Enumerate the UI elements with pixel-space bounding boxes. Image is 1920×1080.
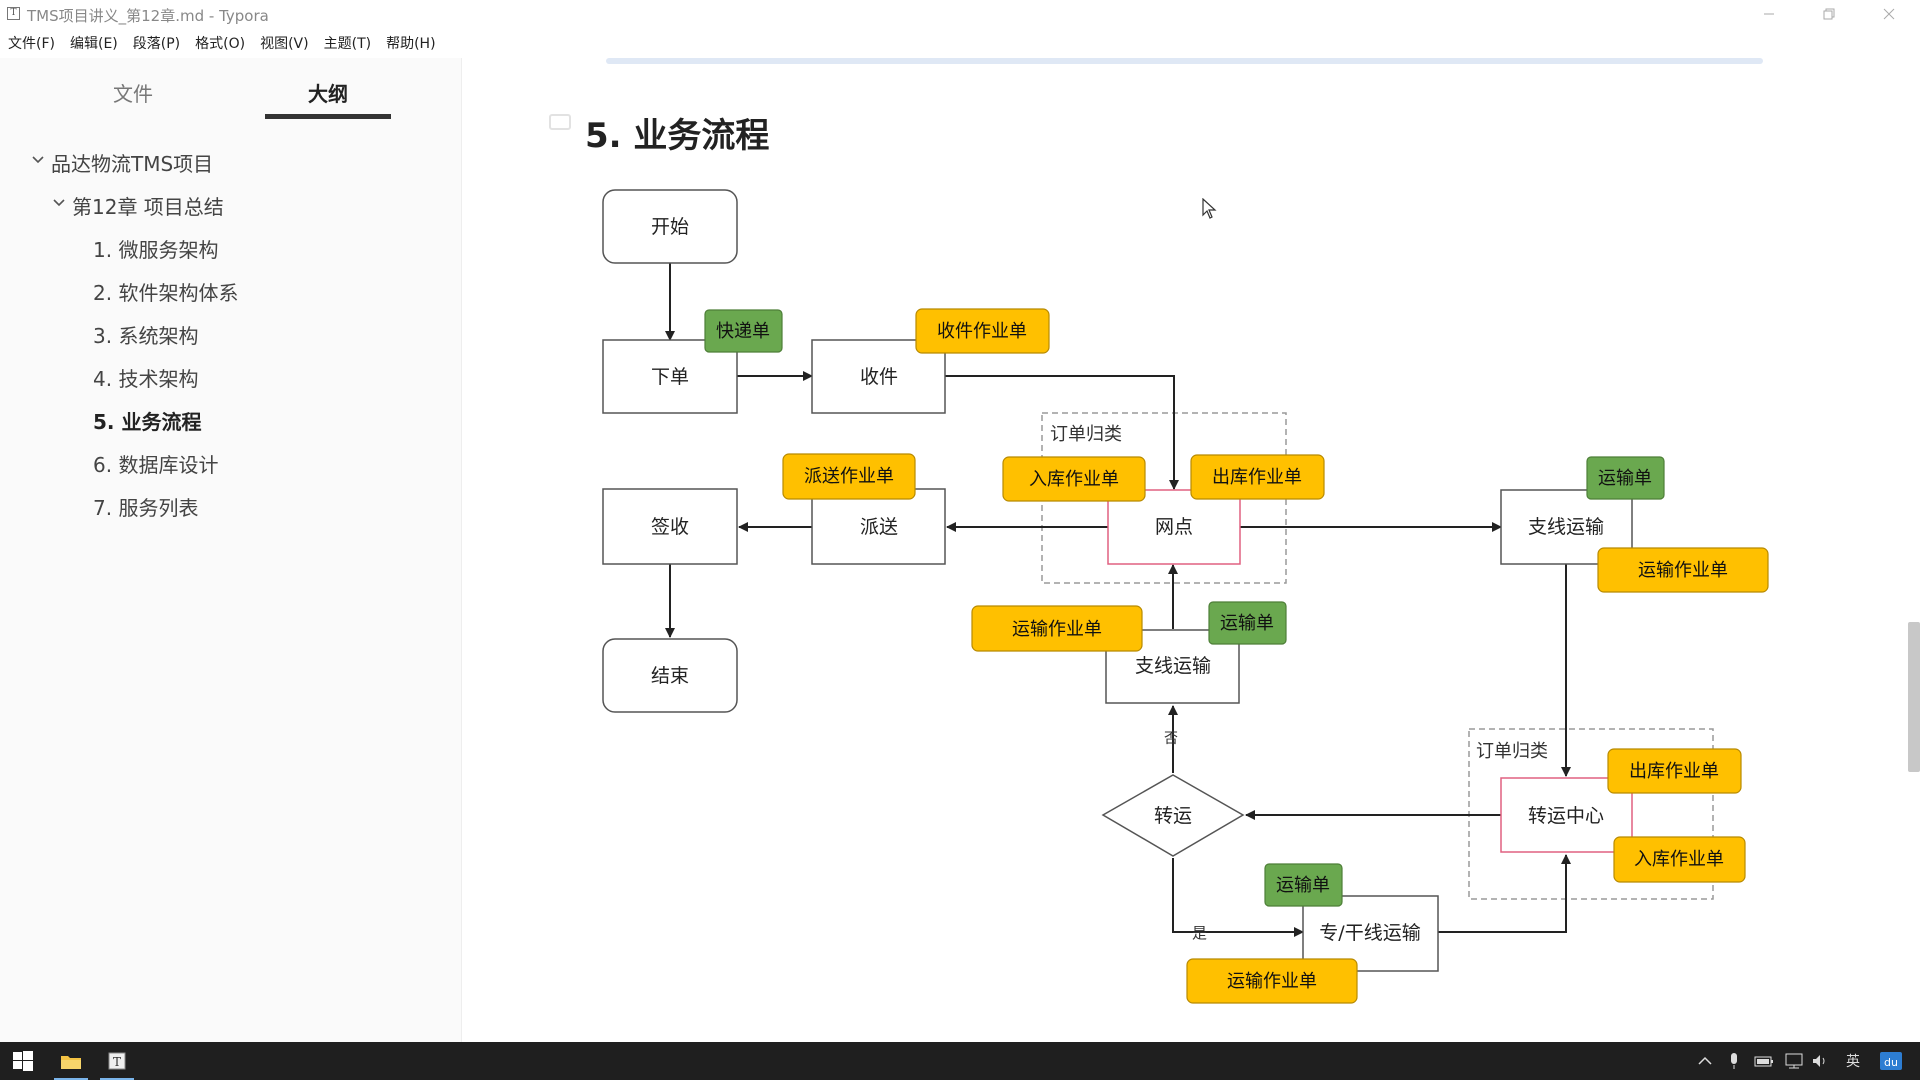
title-bar: T TMS项目讲义_第12章.md - Typora	[0, 0, 1920, 28]
battery-icon[interactable]	[1754, 1042, 1774, 1080]
outline-item-section-1[interactable]: 1. 微服务架构	[93, 238, 219, 262]
menu-bar: 文件(F) 编辑(E) 段落(P) 格式(O) 视图(V) 主题(T) 帮助(H…	[0, 30, 443, 54]
minimize-button[interactable]	[1746, 0, 1792, 28]
close-button[interactable]	[1866, 0, 1912, 28]
tray-app-badge[interactable]: du	[1880, 1042, 1902, 1080]
taskbar-typora[interactable]: T	[94, 1042, 140, 1080]
scrollbar-thumb[interactable]	[1908, 622, 1920, 772]
taskbar-active-indicator	[100, 1078, 134, 1080]
close-icon	[1883, 8, 1895, 20]
minimize-icon	[1764, 13, 1774, 15]
section-heading: 5. 业务流程	[585, 116, 770, 156]
menu-theme[interactable]: 主题(T)	[323, 36, 372, 52]
microphone-icon[interactable]	[1728, 1042, 1740, 1080]
menu-format[interactable]: 格式(O)	[195, 36, 246, 52]
svg-text:T: T	[113, 1055, 121, 1069]
sidebar: 文件 大纲 品达物流TMS项目 第12章 项目总结 1. 微服务架构 2. 软件…	[0, 58, 462, 1042]
chevron-down-icon[interactable]	[53, 197, 65, 211]
active-tab-indicator	[265, 114, 391, 119]
menu-edit[interactable]: 编辑(E)	[69, 36, 118, 52]
folder-icon	[61, 1056, 81, 1069]
taskbar-active-indicator	[54, 1078, 88, 1080]
typora-app-icon: T	[108, 1052, 126, 1070]
horizontal-rule	[606, 58, 1763, 64]
document-area[interactable]: 5. 业务流程	[463, 58, 1920, 1042]
outline-item-section-4[interactable]: 4. 技术架构	[93, 367, 199, 391]
outline-item-chapter[interactable]: 第12章 项目总结	[72, 195, 224, 219]
restore-button[interactable]	[1806, 0, 1852, 28]
heading-anchor-icon[interactable]	[549, 114, 571, 130]
typora-app-icon: T	[7, 7, 20, 20]
mouse-pointer-icon	[1202, 198, 1217, 219]
input-method-indicator[interactable]: 英	[1846, 1054, 1860, 1070]
menu-help[interactable]: 帮助(H)	[386, 36, 436, 52]
tray-badge-label: du	[1884, 1056, 1898, 1069]
window-title: TMS项目讲义_第12章.md - Typora	[27, 7, 269, 25]
windows-logo-icon	[13, 1051, 33, 1071]
chevron-down-icon[interactable]	[32, 154, 44, 168]
menu-view[interactable]: 视图(V)	[260, 36, 309, 52]
outline-item-section-5[interactable]: 5. 业务流程	[93, 410, 202, 434]
restore-icon	[1823, 8, 1835, 20]
outline-item-section-3[interactable]: 3. 系统架构	[93, 324, 199, 348]
tab-outline[interactable]: 大纲	[308, 82, 348, 106]
tray-chevron-up-icon[interactable]	[1698, 1042, 1712, 1080]
start-button[interactable]	[0, 1042, 46, 1080]
outline-item-section-6[interactable]: 6. 数据库设计	[93, 453, 219, 477]
menu-file[interactable]: 文件(F)	[8, 36, 55, 52]
tab-files[interactable]: 文件	[113, 82, 153, 106]
menu-paragraph[interactable]: 段落(P)	[132, 36, 181, 52]
outline-item-root[interactable]: 品达物流TMS项目	[51, 152, 214, 176]
network-icon[interactable]	[1784, 1042, 1804, 1080]
volume-icon[interactable]	[1812, 1042, 1828, 1080]
taskbar-file-explorer[interactable]	[48, 1042, 94, 1080]
outline-item-section-2[interactable]: 2. 软件架构体系	[93, 281, 239, 305]
outline-item-section-7[interactable]: 7. 服务列表	[93, 496, 199, 520]
taskbar: T 英 du	[0, 1042, 1920, 1080]
